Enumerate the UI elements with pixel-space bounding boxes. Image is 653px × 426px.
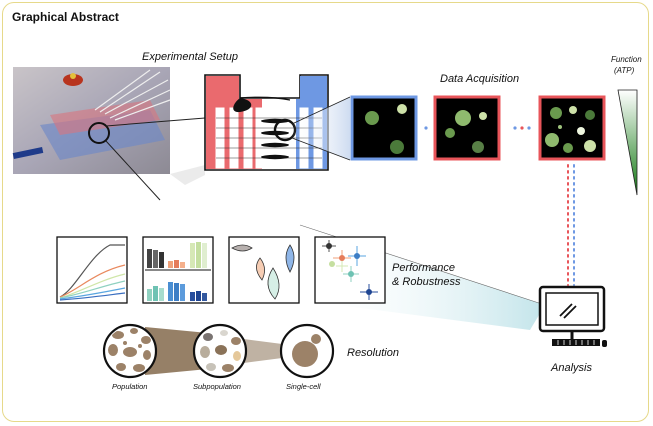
performance-scatter-panel <box>314 236 386 304</box>
analysis-label: Analysis <box>551 362 592 374</box>
performance-label: Performance <box>392 262 455 274</box>
abstract-frame <box>2 2 649 422</box>
acquisition-image-1 <box>350 95 418 161</box>
robustness-label: & Robustness <box>392 276 461 288</box>
resolution-funnel-2 <box>236 338 290 364</box>
acquisition-image-3 <box>538 95 606 161</box>
analysis-dotted-lines <box>567 164 575 286</box>
page-title: Graphical Abstract <box>12 10 119 24</box>
performance-line-panel <box>56 236 128 304</box>
resolution-funnel-1 <box>145 327 208 375</box>
subpopulation-label: Subpopulation <box>193 382 241 391</box>
subpopulation-circle <box>192 323 248 379</box>
function-atp-gradient <box>617 89 638 196</box>
acquisition-dots <box>424 126 531 130</box>
performance-violin-panel <box>228 236 300 304</box>
single-cell-label: Single-cell <box>286 382 321 391</box>
zoom-beam-chip <box>290 97 350 160</box>
experimental-setup-label: Experimental Setup <box>142 51 238 63</box>
function-label: Function <box>611 55 642 64</box>
population-label: Population <box>112 382 148 391</box>
setup-photo <box>12 67 171 174</box>
acquisition-image-2 <box>433 95 501 161</box>
performance-bar-panel <box>142 236 214 304</box>
data-acquisition-label: Data Acquisition <box>440 73 520 85</box>
single-cell-circle <box>279 323 335 379</box>
zoom-lines-photo <box>105 117 206 201</box>
analysis-computer-icon <box>538 285 607 347</box>
resolution-label: Resolution <box>347 347 399 359</box>
population-circle <box>102 323 158 379</box>
function-atp-label: (ATP) <box>614 66 635 75</box>
